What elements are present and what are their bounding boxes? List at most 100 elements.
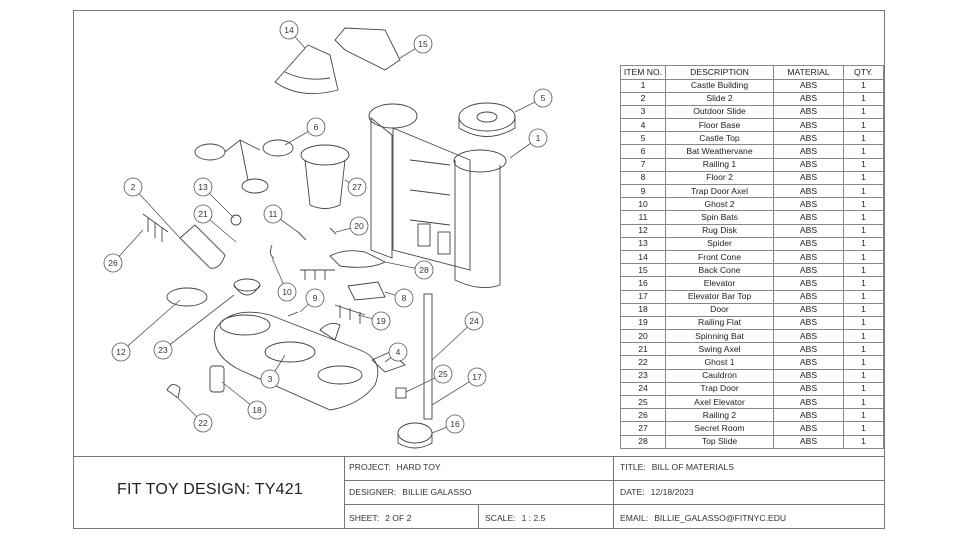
scale-value: 1 : 2.5 <box>521 513 546 523</box>
bom-material: ABS <box>773 302 844 317</box>
bom-description: Trap Door Axel <box>665 183 774 199</box>
part-slide-2 <box>179 224 226 269</box>
bom-item-no: 12 <box>620 223 666 238</box>
bom-item-no: 15 <box>620 263 666 278</box>
balloon-labels: 1234568910111213141516171819202122232425… <box>108 25 545 429</box>
bom-qty: 1 <box>843 381 884 397</box>
part-bat-weathervane <box>194 139 294 194</box>
bom-qty: 1 <box>843 276 884 291</box>
designer-label: DESIGNER: <box>349 487 397 497</box>
bom-material: ABS <box>773 408 844 423</box>
bom-qty: 1 <box>843 91 884 106</box>
title-field: TITLE:BILL OF MATERIALS <box>620 461 734 473</box>
title-block: FIT TOY DESIGN: TY421 PROJECT:HARD TOY D… <box>73 456 885 529</box>
bom-material: ABS <box>773 329 844 344</box>
bom-qty: 1 <box>843 263 884 278</box>
bom-qty: 1 <box>843 315 884 331</box>
designer-field: DESIGNER:BILLIE GALASSO <box>349 486 472 498</box>
bom-qty: 1 <box>843 342 884 357</box>
bom-qty: 1 <box>843 421 884 436</box>
bom-item-no: 16 <box>620 276 666 291</box>
bom-item-no: 17 <box>620 289 666 304</box>
balloon-label: 11 <box>269 209 278 219</box>
part-secret-room <box>300 144 350 209</box>
bom-qty: 1 <box>843 131 884 146</box>
bom-item-no: 5 <box>620 131 666 146</box>
bom-material: ABS <box>773 170 844 186</box>
bom-qty: 1 <box>843 408 884 423</box>
bom-material: ABS <box>773 236 844 251</box>
bom-header-row: ITEM NO. DESCRIPTION MATERIAL QTY. <box>620 65 884 80</box>
bom-material: ABS <box>773 157 844 172</box>
part-top-slide <box>329 250 386 268</box>
bom-material: ABS <box>773 197 844 212</box>
bom-material: ABS <box>773 421 844 436</box>
bom-item-no: 4 <box>620 118 666 133</box>
bom-item-no: 19 <box>620 315 666 331</box>
bom-material: ABS <box>773 223 844 238</box>
balloon-label: 17 <box>472 372 482 382</box>
balloon-label: 26 <box>108 258 118 268</box>
date-label: DATE: <box>620 487 645 497</box>
bom-description: Outdoor Slide <box>665 104 774 120</box>
bom-description: Floor Base <box>665 118 774 133</box>
balloon-label: 20 <box>354 221 364 231</box>
balloon-label: 15 <box>418 39 428 49</box>
bom-qty: 1 <box>843 183 884 199</box>
bom-header-item-no: ITEM NO. <box>620 65 666 80</box>
part-trap-door <box>371 351 406 373</box>
bom-item-no: 22 <box>620 355 666 370</box>
bom-item-no: 26 <box>620 408 666 423</box>
bom-material: ABS <box>773 289 844 304</box>
part-elevator <box>397 422 433 449</box>
bom-description: Elevator Bar Top <box>665 289 774 304</box>
bom-material: ABS <box>773 368 844 383</box>
part-castle-top <box>458 102 516 137</box>
bom-material: ABS <box>773 78 844 93</box>
bom-header-qty: QTY. <box>843 65 884 80</box>
bom-qty: 1 <box>843 236 884 251</box>
drawing-sheet-border <box>73 10 885 529</box>
part-floor-2 <box>347 281 386 301</box>
project-value: HARD TOY <box>396 462 441 472</box>
bom-item-no: 13 <box>620 236 666 251</box>
part-railing-2 <box>142 213 169 242</box>
balloon-label: 22 <box>198 418 208 428</box>
bom-description: Trap Door <box>665 381 774 397</box>
balloon-label: 5 <box>541 93 546 103</box>
bom-item-no: 7 <box>620 157 666 172</box>
bom-material: ABS <box>773 315 844 331</box>
bom-description: Slide 2 <box>665 91 774 106</box>
bom-material: ABS <box>773 342 844 357</box>
bom-description: Top Slide <box>665 434 774 449</box>
bom-item-no: 1 <box>620 78 666 93</box>
bom-item-no: 25 <box>620 394 666 410</box>
bom-qty: 1 <box>843 394 884 410</box>
bom-description: Bat Weathervane <box>665 144 774 159</box>
scale-label: SCALE: <box>485 513 516 523</box>
bom-description: Swing Axel <box>665 342 774 357</box>
bom-item-no: 3 <box>620 104 666 120</box>
bom-description: Spin Bats <box>665 210 774 225</box>
part-elevator-bar <box>423 293 433 420</box>
balloon-label: 18 <box>252 405 262 415</box>
bom-description: Castle Top <box>665 131 774 146</box>
bom-description: Railing Flat <box>665 315 774 331</box>
bom-description: Rug Disk <box>665 223 774 238</box>
bom-header-description: DESCRIPTION <box>665 65 774 80</box>
bom-item-no: 6 <box>620 144 666 159</box>
date-value: 12/18/2023 <box>650 487 694 497</box>
company-name: FIT TOY DESIGN: TY421 <box>117 481 303 498</box>
